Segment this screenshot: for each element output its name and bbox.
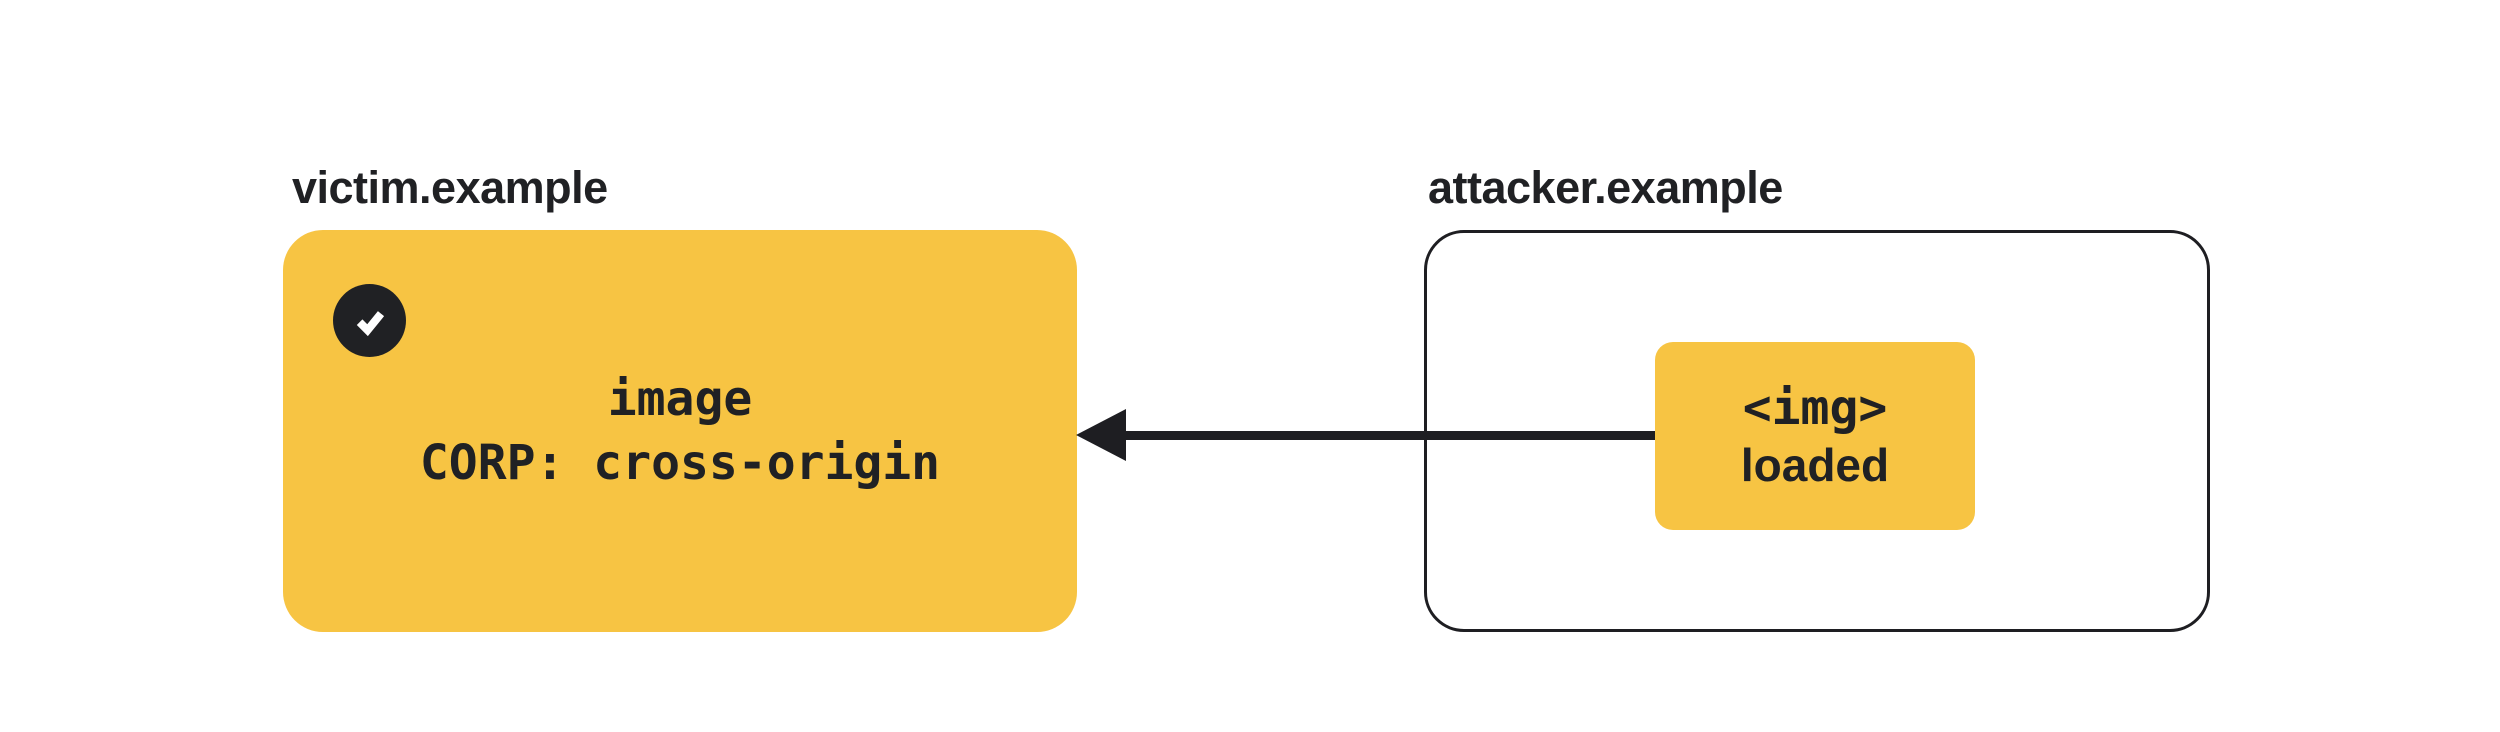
victim-resource-text: image CORP: cross-origin <box>283 230 1077 632</box>
img-tag-line: <img> <box>1742 380 1888 436</box>
victim-origin-box: image CORP: cross-origin <box>283 230 1077 632</box>
victim-resource-line1: image <box>607 371 753 427</box>
victim-resource-line2: CORP: cross-origin <box>419 435 941 491</box>
request-arrow-head-icon <box>1076 409 1126 461</box>
request-arrow-shaft <box>1120 431 1655 440</box>
attacker-domain-label: attacker.example <box>1428 162 1783 213</box>
check-icon <box>333 284 406 357</box>
victim-domain-label: victim.example <box>292 162 608 213</box>
img-loaded-line: loaded <box>1740 439 1890 491</box>
img-loaded-box: <img> loaded <box>1655 342 1975 530</box>
